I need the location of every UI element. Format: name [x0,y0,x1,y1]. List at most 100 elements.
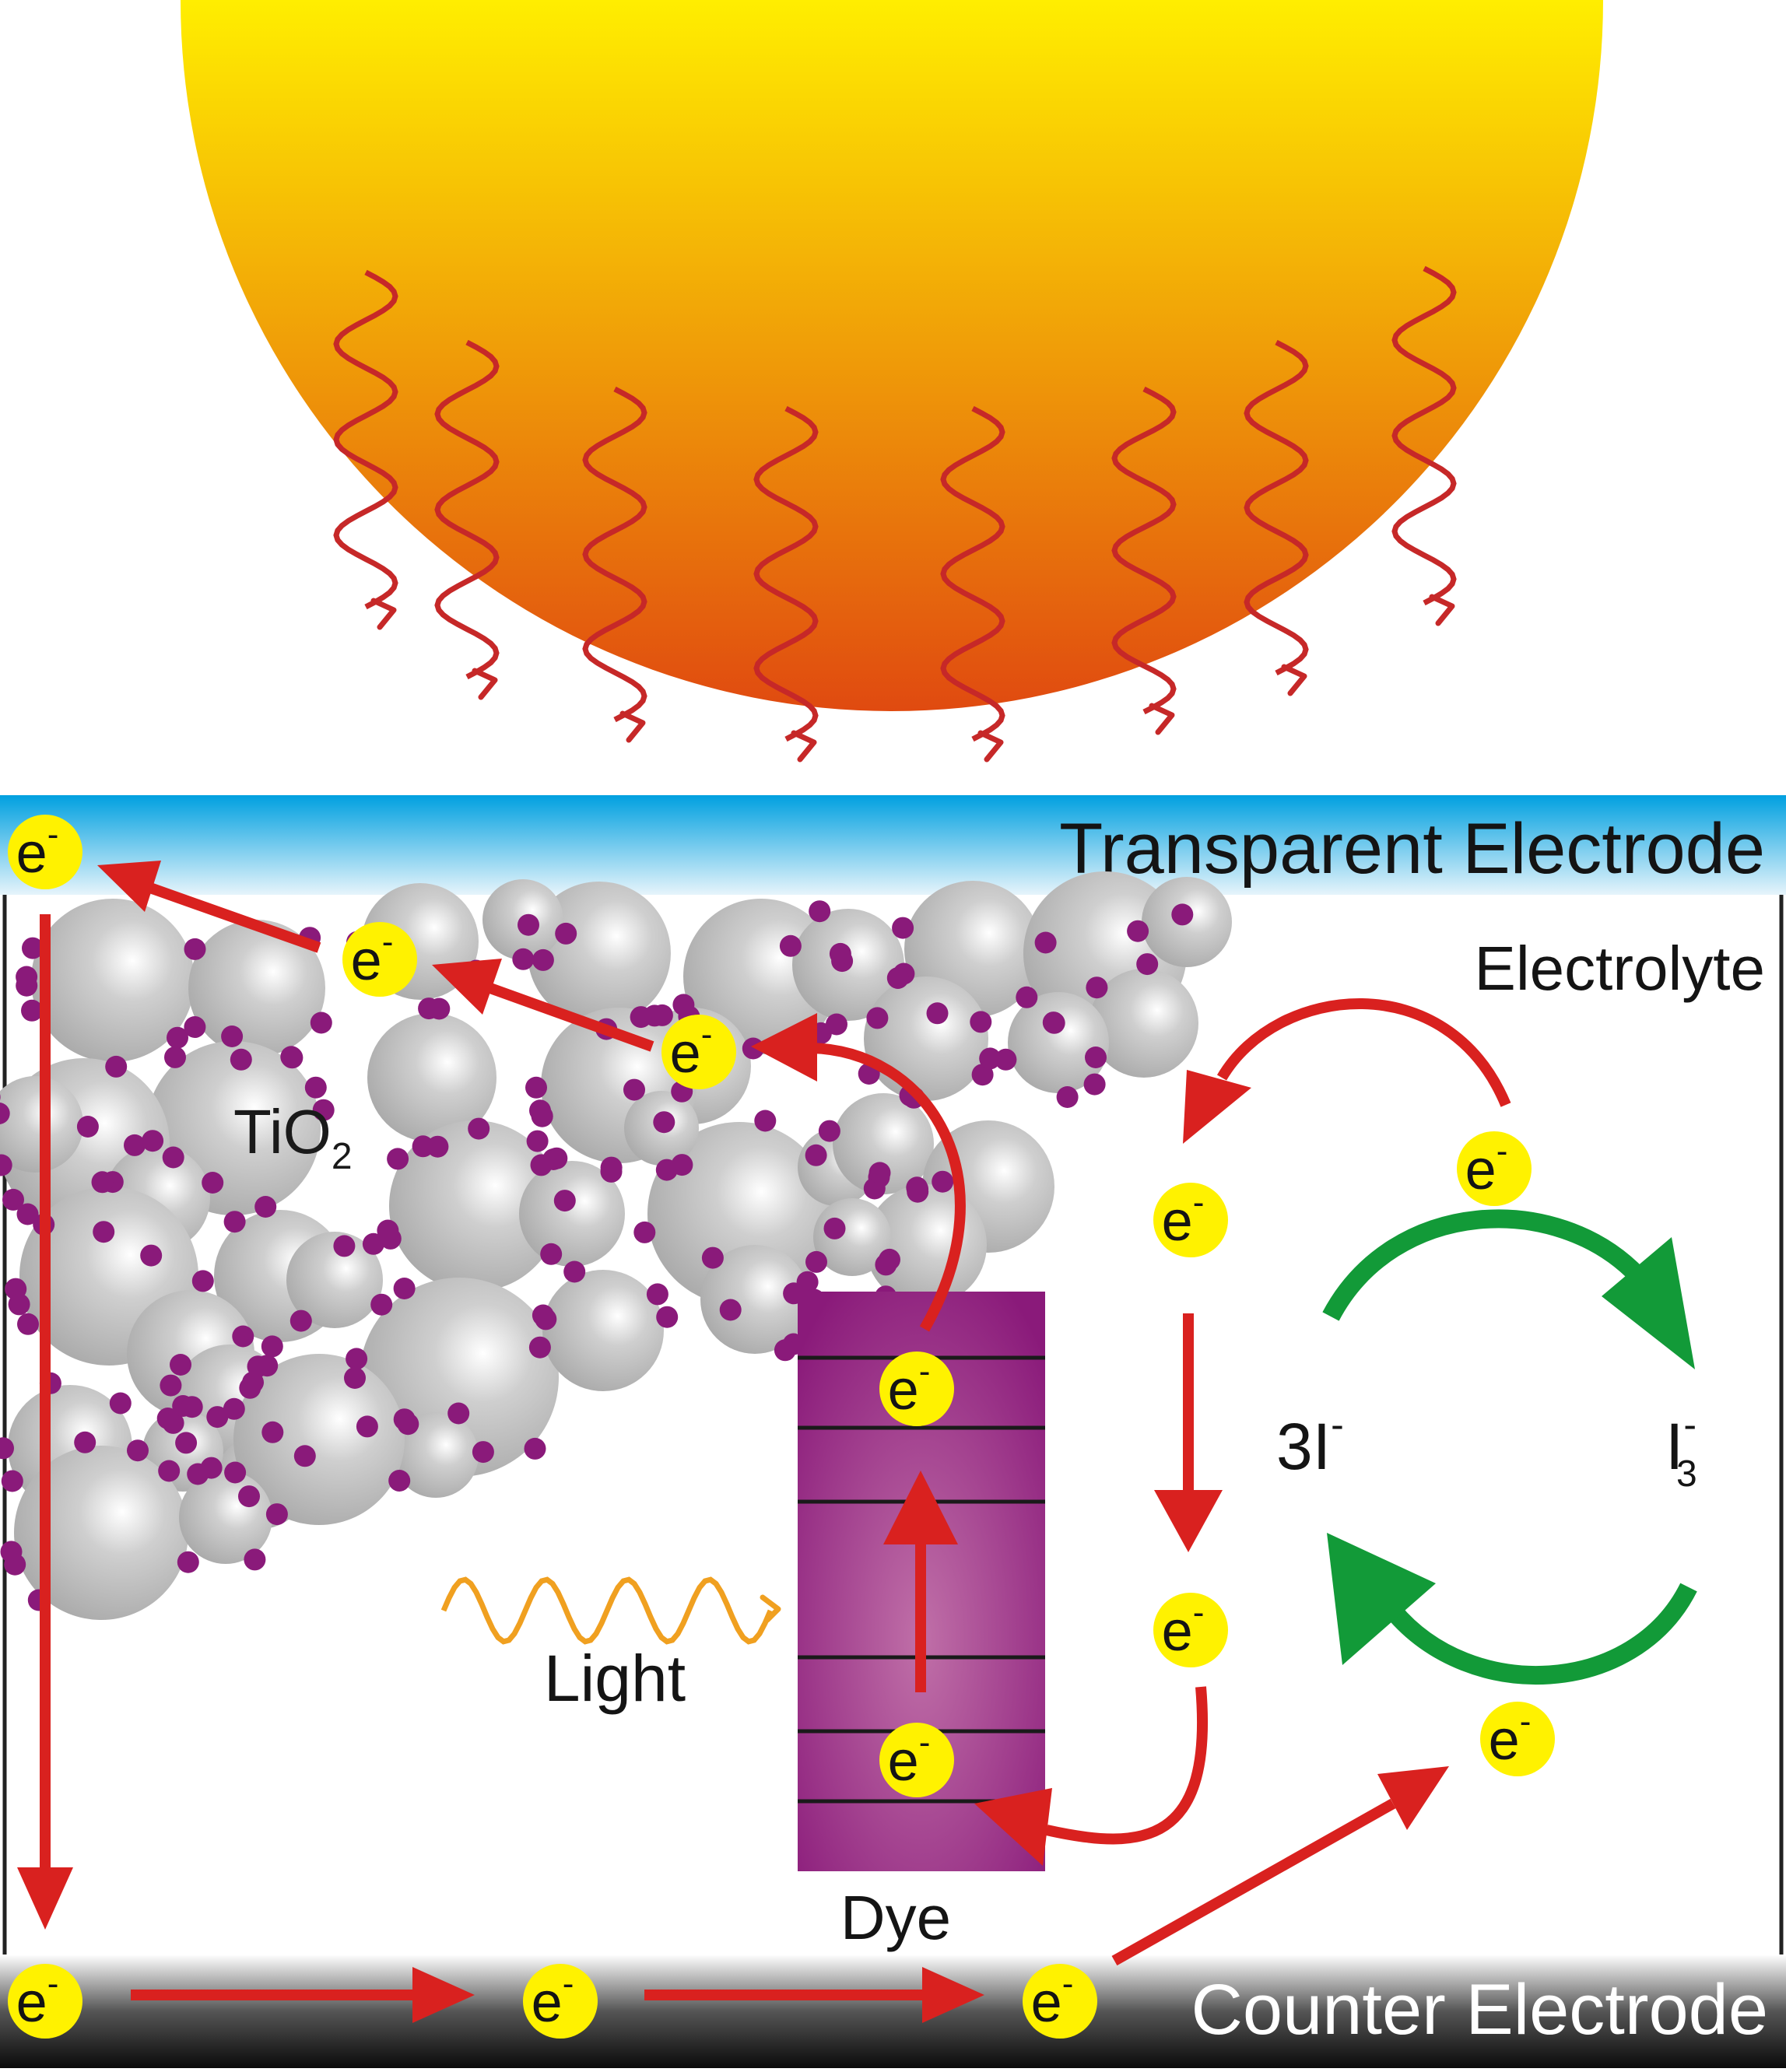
electrons: e-e-e-e-e-e-e-e-e-e-e-e- [8,815,1555,2039]
light-label: Light [544,1642,686,1715]
electron-circle [879,1723,954,1797]
electron-label-main: e [1465,1139,1497,1201]
photon-wave [434,339,500,680]
electron-label: e- [16,815,59,885]
tio2-particle [1089,969,1198,1078]
dye-molecule [0,1103,10,1124]
dye-molecule [221,1025,244,1047]
dye-molecule [512,948,535,970]
dye-molecule [719,1299,742,1321]
electron: e- [1457,1131,1532,1206]
dye-molecule [93,1221,115,1243]
tio2-particle [286,1232,383,1328]
tio2-particle [393,1412,479,1498]
dye-molecule [1136,953,1159,976]
electron-label-main: e [888,1730,919,1793]
tio2-nanoparticle-layer [0,871,1232,1620]
dye-molecule [1034,931,1057,954]
dye-molecule [164,1046,186,1068]
dye-molecule [540,1243,563,1265]
dye-molecule [377,1219,399,1242]
redox-arrow-reduction-head [1327,1533,1436,1665]
dye-molecule [0,1154,12,1176]
photon-arrow-head [1281,664,1307,696]
electron-circle [1023,1964,1097,2039]
dye-molecule [16,966,38,988]
dye-molecule [184,938,206,960]
electron: e- [661,1015,736,1089]
dye-molecule [1086,976,1108,999]
dye-molecule [633,1221,656,1243]
electron-label: e- [888,1723,931,1793]
dye-molecule [868,1162,891,1184]
electron: e- [8,815,82,889]
electron-label-sup: - [1062,1965,1074,2003]
electron: e- [1153,1593,1228,1667]
dye-molecule [370,1293,393,1316]
dye-molecule [344,1367,366,1389]
dye-molecule [532,948,554,971]
dye-molecule [175,1432,198,1454]
dye-molecule [1056,1086,1079,1108]
dye-molecule [162,1146,184,1169]
dye-molecule [932,1170,954,1193]
dye-molecule [124,1134,146,1156]
tio2-label-main: TiO [233,1097,332,1166]
iodide-label: 3I- [1276,1403,1344,1483]
dye-molecule [779,934,802,957]
dye-molecule [162,1411,184,1434]
electron-label-main: e [1162,1600,1193,1663]
dye-molecule [531,1105,553,1127]
tio2-particle [833,1093,934,1194]
electron-label-main: e [1162,1190,1193,1253]
dye-molecule [0,1094,1,1101]
tio2-particle [233,1354,405,1525]
dye-molecule [829,942,851,965]
tio2-particle [14,1446,188,1620]
dye-molecule [823,1217,846,1239]
dye-molecule [1043,1011,1065,1034]
redox-arrow-reduction [1385,1583,1697,1685]
dye-molecule [76,1116,99,1138]
dye-molecule [600,1160,623,1183]
flow-arrow-injection-curve-head [751,1013,817,1082]
electron-label-sup: - [47,1965,59,2003]
dye-molecule [826,1013,847,1036]
dye-molecule [0,1437,14,1460]
dye-molecule [256,1355,279,1377]
electron-label-sup: - [1520,1702,1532,1741]
flow-arrow-excitation-head [883,1471,958,1544]
dye-label: Dye [840,1883,951,1952]
tio2-particle [31,899,195,1062]
tio2-particle [813,1198,891,1276]
dye-molecule [866,1007,889,1029]
electron: e- [1023,1964,1097,2039]
dye-molecule [524,1437,546,1460]
photon-wave [940,405,1005,742]
photon-arrow-head [370,598,397,630]
dye-molecule [555,922,577,945]
dye-molecule [8,1293,30,1316]
dye-molecule [428,997,451,1020]
electron: e- [879,1352,954,1426]
dye-molecule [22,937,44,959]
dye-molecule [525,1076,547,1099]
tio2-particle [367,1013,497,1142]
flow-arrow-electrolyte-curve-top [1216,998,1511,1107]
dye-molecule [74,1431,96,1453]
dye-molecule [412,1135,434,1158]
dye-molecule [142,1130,164,1152]
dye-molecule [160,1374,182,1397]
dye-molecule [170,1354,191,1376]
photon-wave [1111,386,1177,715]
dye-molecule [970,1011,992,1033]
redox-arrow-oxidation-head [1602,1237,1695,1369]
flow-arrow-to-electrode [146,882,321,953]
electron: e- [523,1964,598,2039]
dye-molecule [805,1144,827,1166]
dye-molecule [1085,1047,1107,1068]
transparent-electrode [0,795,1786,895]
electron-label-sup: - [47,815,59,854]
electron-label: e- [351,923,394,992]
dye-molecule [979,1047,1002,1070]
